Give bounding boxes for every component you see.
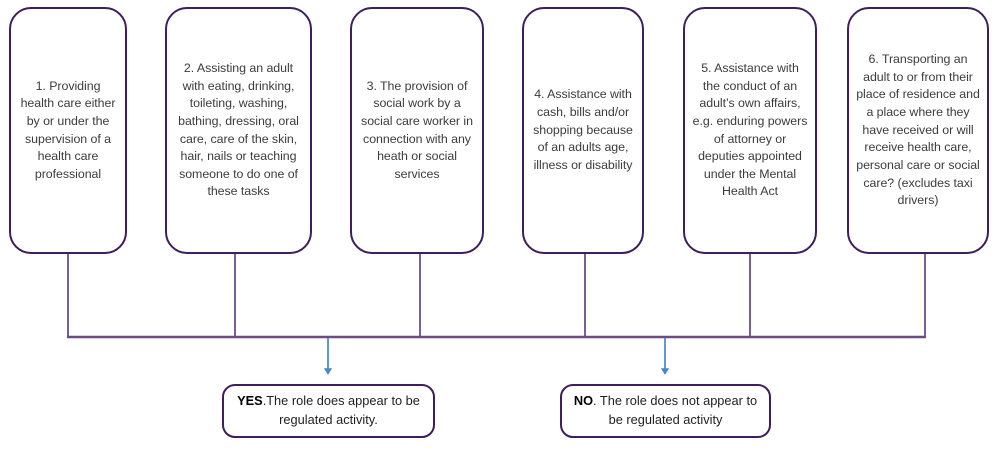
- outcome-box-yes-label: YES.The role does appear to be regulated…: [234, 392, 423, 429]
- activity-box-6-label: 6. Transporting an adult to or from thei…: [856, 52, 980, 208]
- activity-box-2[interactable]: 2. Assisting an adult with eating, drink…: [165, 7, 312, 254]
- outcome-box-no[interactable]: NO. The role does not appear to be regul…: [560, 384, 771, 438]
- outcome-box-yes[interactable]: YES.The role does appear to be regulated…: [222, 384, 435, 438]
- activity-box-2-label: 2. Assisting an adult with eating, drink…: [178, 61, 299, 199]
- outcome-yes-lead: YES: [237, 393, 263, 409]
- activity-box-1-label: 1. Providing health care either by or un…: [20, 78, 116, 181]
- drop-stems: [67, 253, 926, 337]
- activity-box-3[interactable]: 3. The provision of social work by a soc…: [350, 7, 484, 254]
- activity-box-4[interactable]: 4. Assistance with cash, bills and/or sh…: [522, 7, 644, 254]
- activity-box-5[interactable]: 5. Assistance with the conduct of an adu…: [683, 7, 817, 254]
- outcome-yes-rest: .The role does appear to be regulated ac…: [262, 393, 420, 427]
- activity-box-4-label: 4. Assistance with cash, bills and/or sh…: [533, 87, 633, 172]
- activity-box-1[interactable]: 1. Providing health care either by or un…: [9, 7, 127, 254]
- activity-box-6[interactable]: 6. Transporting an adult to or from thei…: [847, 7, 989, 254]
- activity-box-5-label: 5. Assistance with the conduct of an adu…: [692, 61, 808, 199]
- outcome-box-no-label: NO. The role does not appear to be regul…: [572, 392, 759, 429]
- outcome-no-rest: . The role does not appear to be regulat…: [593, 393, 758, 427]
- outcome-no-lead: NO: [573, 393, 594, 409]
- outcome-arrows: [323, 338, 670, 375]
- activity-box-3-label: 3. The provision of social work by a soc…: [361, 78, 473, 181]
